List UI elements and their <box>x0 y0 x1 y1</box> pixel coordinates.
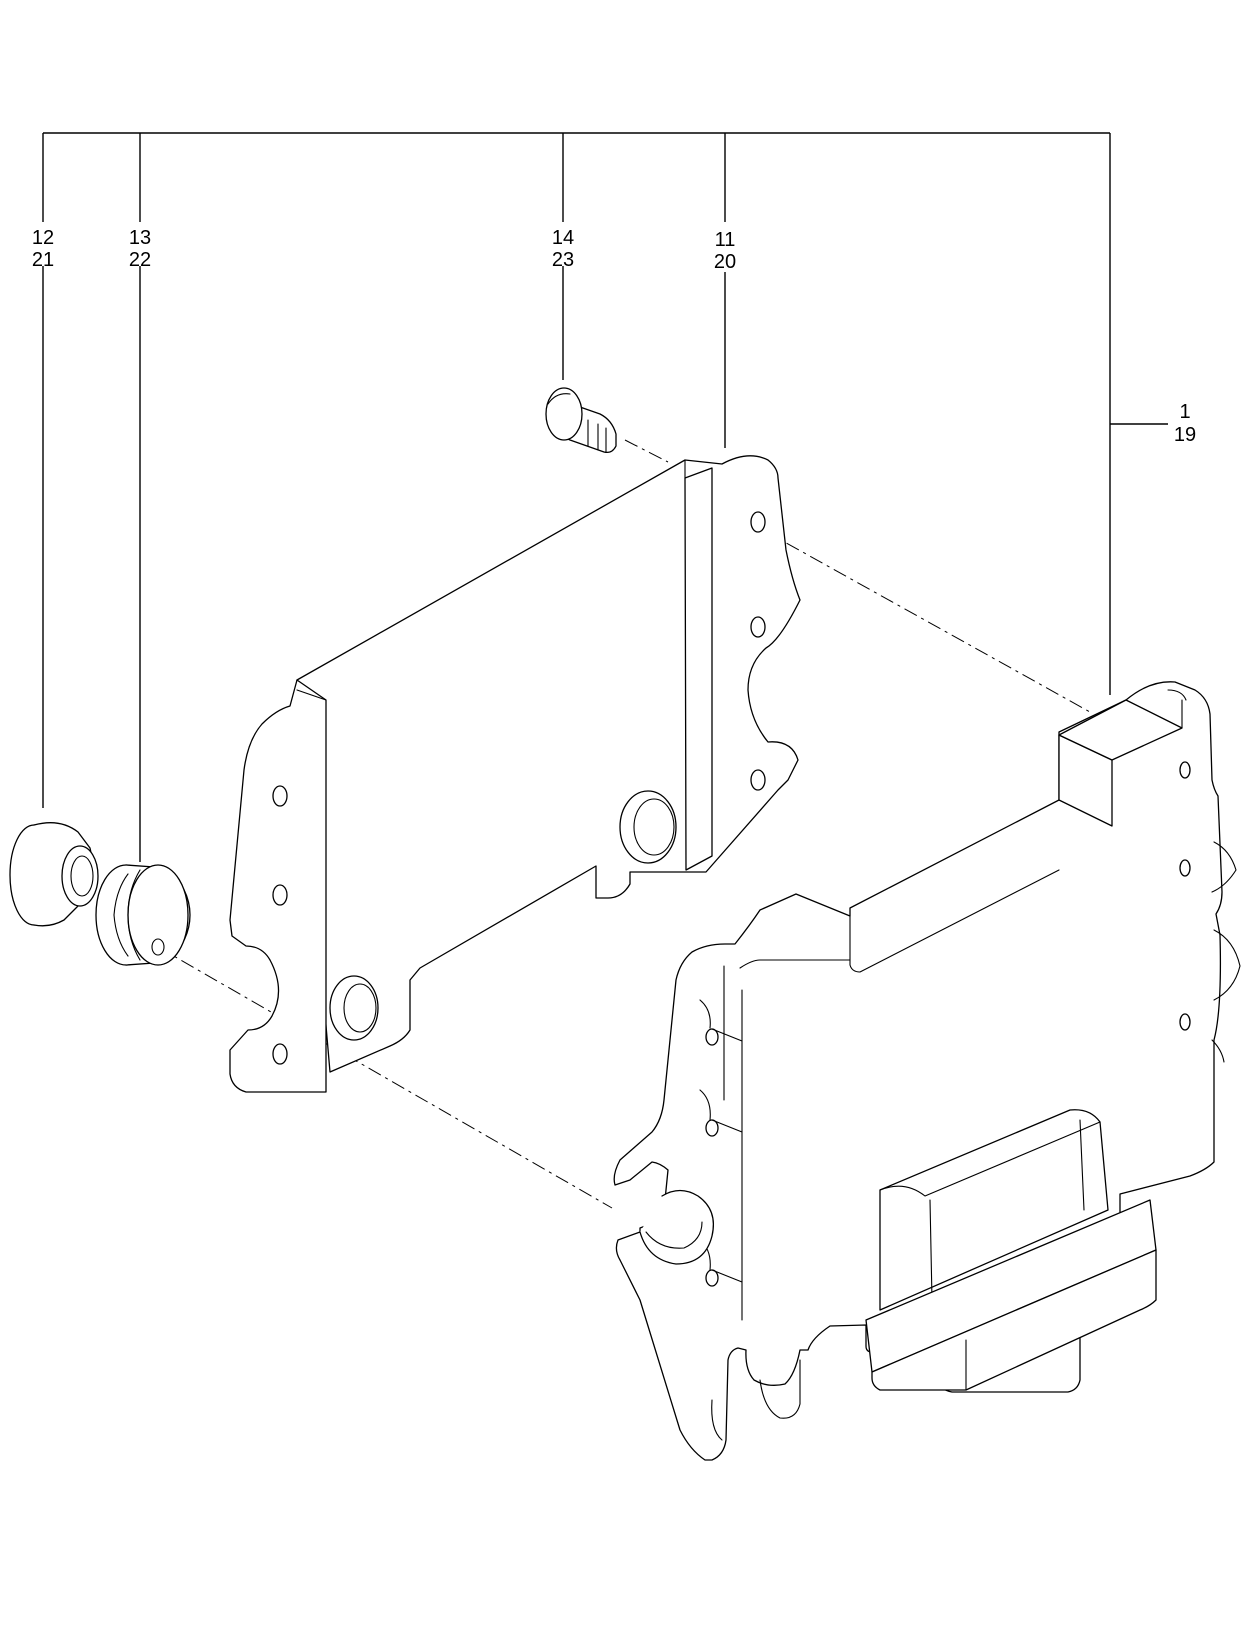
callout-top: 12 <box>32 227 54 249</box>
callout-bottom: 19 <box>1174 424 1196 446</box>
callout-bottom: 20 <box>714 251 736 273</box>
callout-bottom: 22 <box>129 249 151 271</box>
callout-11-20: 11 20 <box>714 229 736 273</box>
callout-top: 1 <box>1179 401 1190 423</box>
centerlines <box>157 439 1091 1209</box>
callout-top: 11 <box>715 229 736 251</box>
callout-12-21: 12 21 <box>32 227 54 271</box>
bracket <box>229 455 801 1093</box>
screw <box>545 387 617 454</box>
callout-13-22: 13 22 <box>129 227 151 271</box>
control-module <box>613 681 1241 1461</box>
callout-bottom: 23 <box>552 249 574 271</box>
grommet <box>95 864 191 966</box>
callout-14-23: 14 23 <box>552 227 574 271</box>
callout-top: 14 <box>552 227 574 249</box>
callout-1-19: 1 19 <box>1174 401 1196 446</box>
callout-bottom: 21 <box>32 249 54 271</box>
bushing <box>9 822 99 927</box>
leader-lines <box>42 132 1168 862</box>
callout-top: 13 <box>129 227 151 249</box>
